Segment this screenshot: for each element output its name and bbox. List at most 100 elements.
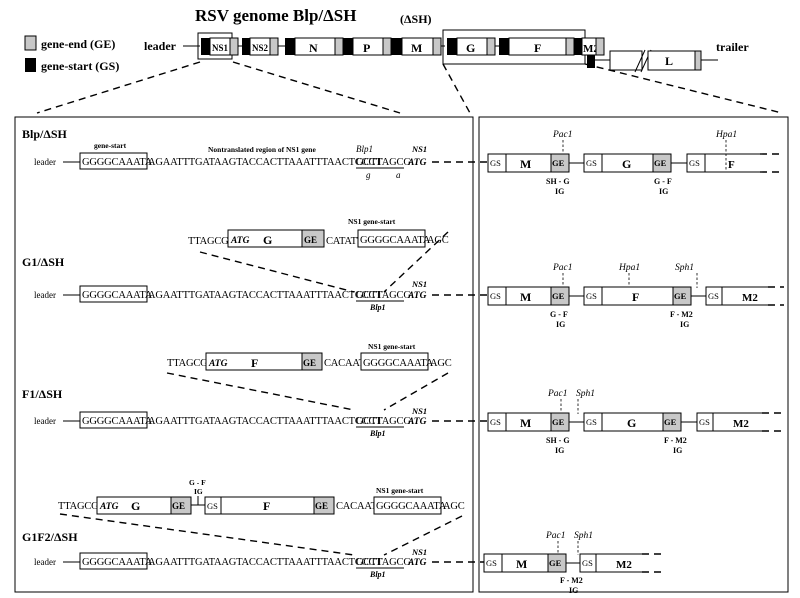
svg-text:NS1 gene-start: NS1 gene-start xyxy=(368,342,416,351)
svg-text:AGC: AGC xyxy=(427,235,449,246)
svg-text:NS1: NS1 xyxy=(411,279,427,289)
svg-text:Pac1: Pac1 xyxy=(547,389,568,399)
svg-text:IG: IG xyxy=(555,446,564,455)
svg-text:Nontranslated region of NS1 ge: Nontranslated region of NS1 gene xyxy=(208,145,316,154)
svg-text:GS: GS xyxy=(699,417,710,427)
svg-text:GCTTAGCG: GCTTAGCG xyxy=(356,416,411,427)
svg-text:GE: GE xyxy=(172,501,185,511)
gene-map-g1f2-dsh: Pac1 Sph1 GS M GE GS M2 F - M2 IG xyxy=(483,531,664,595)
svg-text:GE: GE xyxy=(552,291,565,301)
svg-text:GE: GE xyxy=(664,417,677,427)
svg-text:TTAGCG: TTAGCG xyxy=(167,358,208,369)
legend-gs-label: gene-start (GS) xyxy=(41,59,119,73)
svg-text:F - M2: F - M2 xyxy=(664,436,687,445)
svg-text:IG: IG xyxy=(194,487,203,496)
svg-text:Hpa1: Hpa1 xyxy=(715,130,737,140)
svg-text:F - M2: F - M2 xyxy=(560,576,583,585)
svg-text:GCTTAGCG: GCTTAGCG xyxy=(356,290,411,301)
svg-text:M: M xyxy=(520,290,531,304)
svg-text:IG: IG xyxy=(673,446,682,455)
svg-text:GGGGCAAATA: GGGGCAAATA xyxy=(363,358,434,369)
svg-text:GS: GS xyxy=(586,417,597,427)
svg-text:CATATT: CATATT xyxy=(326,236,364,247)
construct-blp-dsh: Blp/ΔSH gene-start Nontranslated region … xyxy=(22,127,427,180)
svg-text:GE: GE xyxy=(303,358,316,368)
svg-text:G - F: G - F xyxy=(189,478,206,487)
svg-text:Blp1: Blp1 xyxy=(369,303,386,312)
svg-text:GS: GS xyxy=(708,291,719,301)
svg-text:G: G xyxy=(131,499,140,513)
svg-text:AGAATTTGATAAGTACCACTTAAATTTAAC: AGAATTTGATAAGTACCACTTAAATTTAACTCCCT xyxy=(148,157,382,168)
svg-text:NS1: NS1 xyxy=(411,144,427,154)
svg-text:a: a xyxy=(396,170,401,180)
svg-text:AGC: AGC xyxy=(443,501,465,512)
svg-text:N: N xyxy=(309,41,318,55)
svg-text:ATG: ATG xyxy=(407,158,427,168)
svg-text:GE: GE xyxy=(315,501,328,511)
svg-text:Pac1: Pac1 xyxy=(552,130,573,140)
svg-text:M2: M2 xyxy=(733,418,749,430)
svg-text:GGGGCAAATA: GGGGCAAATA xyxy=(376,501,447,512)
svg-text:G - F: G - F xyxy=(550,310,568,319)
svg-text:M2: M2 xyxy=(742,292,758,304)
svg-text:IG: IG xyxy=(569,586,578,595)
construct-g1f2-dsh: G - F IG NS1 gene-start TTAGCG ATG G GE … xyxy=(22,478,465,579)
diagram-title: RSV genome Blp/ΔSH xyxy=(195,6,356,25)
svg-text:Blp1: Blp1 xyxy=(369,570,386,579)
svg-text:SH - G: SH - G xyxy=(546,436,570,445)
svg-text:SH - G: SH - G xyxy=(546,177,570,186)
svg-text:GS: GS xyxy=(486,558,497,568)
svg-text:GGGGCAAATA: GGGGCAAATA xyxy=(360,235,431,246)
svg-text:Sph1: Sph1 xyxy=(675,263,694,273)
svg-text:AGC: AGC xyxy=(430,358,452,369)
svg-text:GS: GS xyxy=(490,158,501,168)
svg-text:G: G xyxy=(263,233,272,247)
construct-label: Blp/ΔSH xyxy=(22,127,68,141)
svg-text:F: F xyxy=(251,356,258,370)
svg-text:TTAGCG: TTAGCG xyxy=(58,501,99,512)
svg-text:AGAATTTGATAAGTACCACTTAAATTTAAC: AGAATTTGATAAGTACCACTTAAATTTAACTCCCT xyxy=(148,416,382,427)
svg-text:IG: IG xyxy=(659,187,668,196)
svg-text:G: G xyxy=(622,157,631,171)
svg-text:M: M xyxy=(516,557,527,571)
construct-label: G1/ΔSH xyxy=(22,255,65,269)
gene-map-g1-dsh: Pac1 Hpa1 Sph1 GS M GE GS F GE GS M2 G -… xyxy=(487,263,784,329)
deleted-sh-label: (ΔSH) xyxy=(400,12,432,26)
svg-text:NS1 gene-start: NS1 gene-start xyxy=(348,217,396,226)
svg-text:GE: GE xyxy=(304,235,317,245)
svg-text:F: F xyxy=(534,41,541,55)
legend-ge-label: gene-end (GE) xyxy=(41,37,115,51)
genome-map: leader NS1 NS2 N P M (ΔSH) xyxy=(144,12,749,73)
svg-text:NS1 gene-start: NS1 gene-start xyxy=(376,486,424,495)
svg-text:GE: GE xyxy=(654,158,667,168)
trailer-label: trailer xyxy=(716,40,749,54)
svg-text:Blp1: Blp1 xyxy=(369,429,386,438)
svg-text:Pac1: Pac1 xyxy=(552,263,573,273)
svg-text:Sph1: Sph1 xyxy=(574,531,593,541)
svg-text:ATG: ATG xyxy=(230,236,250,246)
svg-text:Blp1: Blp1 xyxy=(356,144,373,154)
svg-text:M: M xyxy=(520,416,531,430)
svg-text:AGAATTTGATAAGTACCACTTAAATTTAAC: AGAATTTGATAAGTACCACTTAAATTTAACTCCCT xyxy=(148,290,382,301)
gene-map-f1-dsh: Pac1 Sph1 GS M GE GS G GE GS M2 SH - G I… xyxy=(487,389,784,455)
svg-text:M2: M2 xyxy=(616,559,632,571)
svg-text:M: M xyxy=(411,41,422,55)
svg-text:gene-start: gene-start xyxy=(94,141,127,150)
svg-text:GGGGCAAATA: GGGGCAAATA xyxy=(82,416,153,427)
svg-text:M2: M2 xyxy=(583,43,599,55)
svg-text:GE: GE xyxy=(552,417,565,427)
svg-text:leader: leader xyxy=(34,157,56,167)
svg-text:NS1: NS1 xyxy=(212,43,229,53)
svg-text:g: g xyxy=(366,170,371,180)
legend-ge-swatch xyxy=(24,35,37,51)
svg-text:P: P xyxy=(363,41,370,55)
svg-text:IG: IG xyxy=(680,320,689,329)
svg-text:GS: GS xyxy=(689,158,700,168)
svg-text:Sph1: Sph1 xyxy=(576,389,595,399)
svg-text:G: G xyxy=(627,416,636,430)
svg-text:NS1: NS1 xyxy=(411,547,427,557)
svg-text:F: F xyxy=(263,499,270,513)
svg-text:IG: IG xyxy=(556,320,565,329)
svg-text:Pac1: Pac1 xyxy=(545,531,566,541)
svg-text:GS: GS xyxy=(582,558,593,568)
